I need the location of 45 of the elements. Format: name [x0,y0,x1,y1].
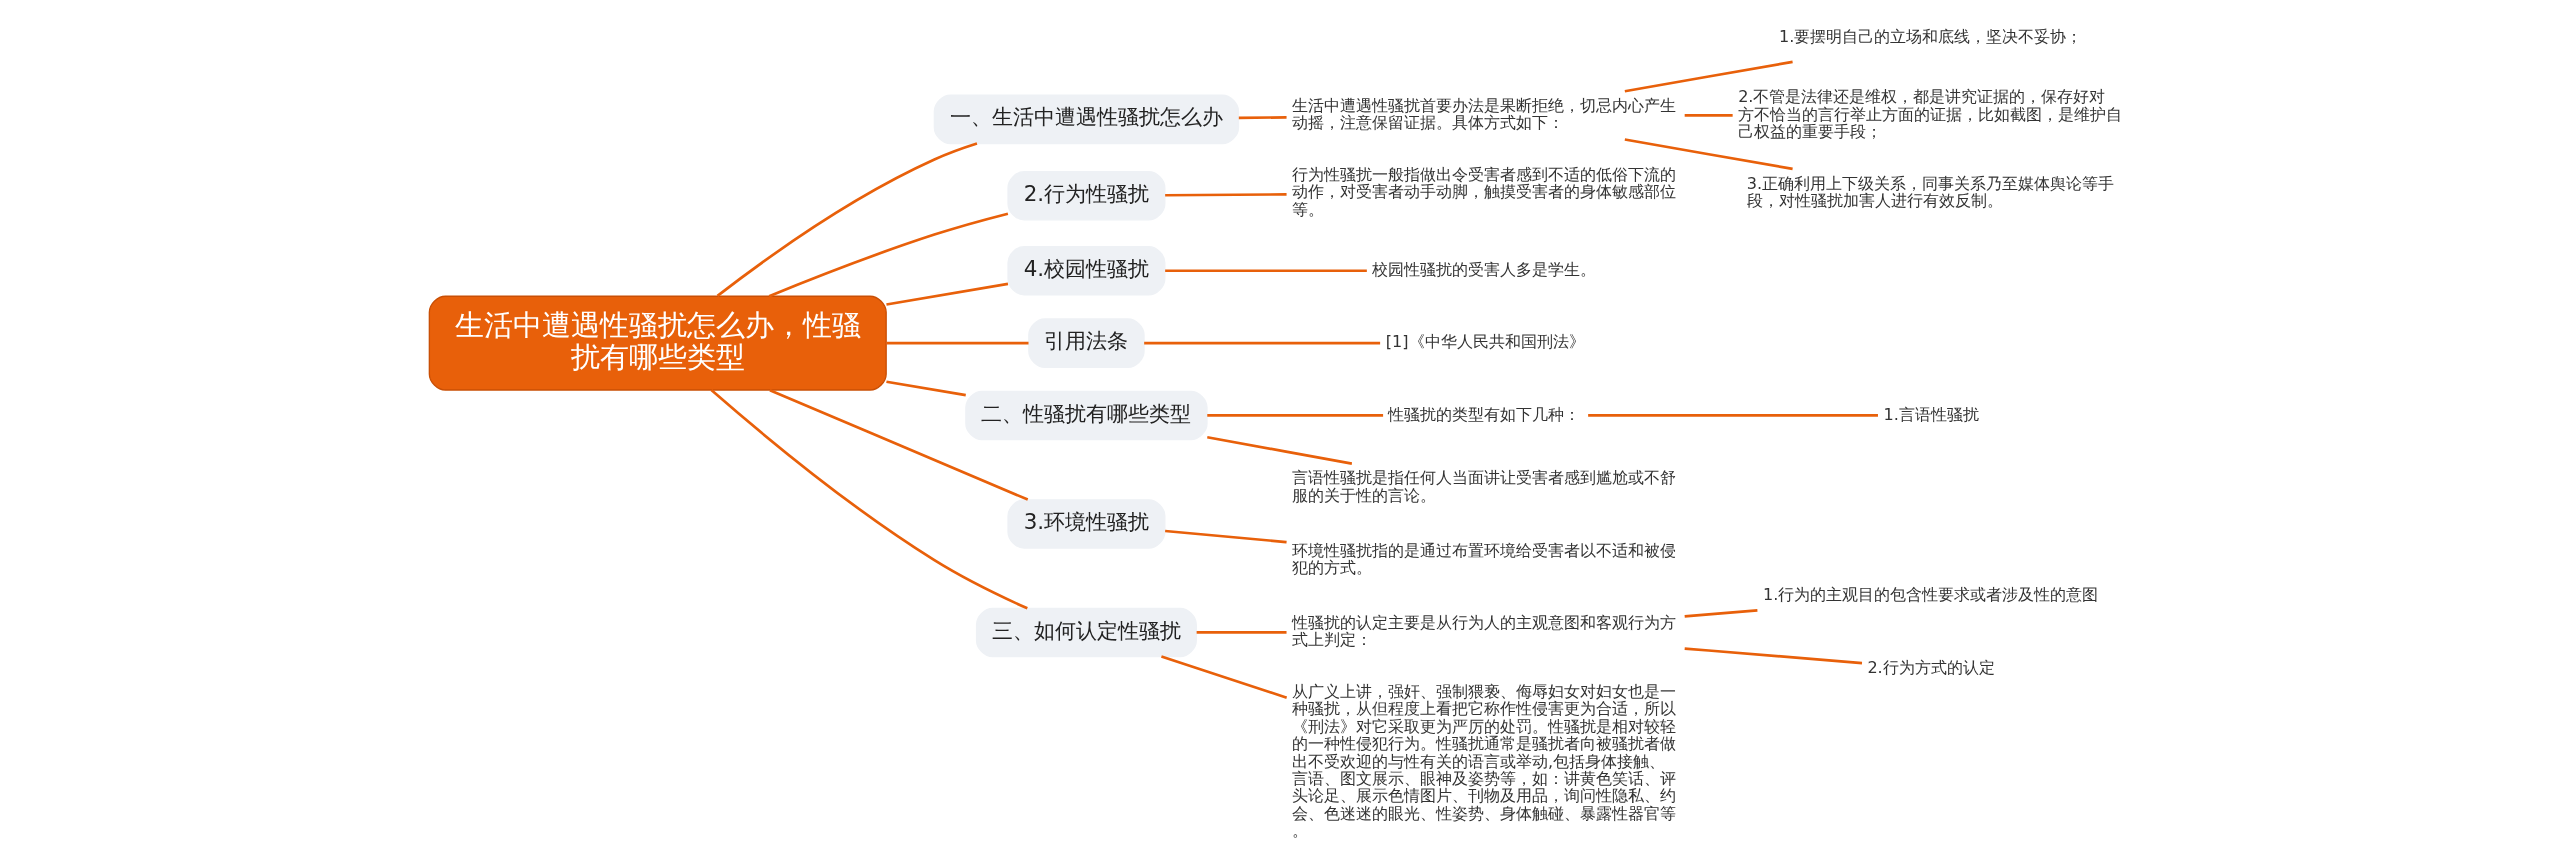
node-text: 1.行为的主观目的包含性要求或者涉及性的意图 [1762,585,2099,605]
node-box: 三、如何认定性骚扰 [975,607,1197,658]
node-text: 言语性骚扰是指任何人当面讲让受害者感到尴尬或不舒服的关于性的言论。 [1292,468,1677,505]
node-box: 生活中遭遇性骚扰怎么办，性骚扰有哪些类型 [428,295,887,391]
node-text: 行为性骚扰一般指做出令受害者感到不适的低俗下流的动作，对受害者动手动脚，触摸受害者的身体敏感部位等。 [1292,164,1677,219]
connector [1684,647,1863,665]
connector [1165,193,1287,197]
connector [1624,138,1793,171]
node-text: 3.正确利用上下级关系，同事关系乃至媒体舆论等手段，对性骚扰加害人进行有效反制。 [1746,173,2115,210]
connector [886,380,966,397]
connector [1624,60,1793,93]
node-text: 环境性骚扰指的是通过布置环境给受害者以不适和被侵犯的方式。 [1292,540,1677,577]
node-box: 一、生活中遭遇性骚扰怎么办 [933,94,1240,145]
connector [768,212,1009,298]
node-box: 3.环境性骚扰 [1007,499,1166,549]
connector [1165,529,1287,544]
connector [1684,609,1758,618]
node-text: 1.言语性骚扰 [1883,404,1979,424]
connector [710,389,1028,610]
connector [716,142,978,297]
node-text: 2.行为方式的认定 [1867,657,1995,677]
connector [1165,269,1367,273]
node-text: [1]《中华人民共和国刑法》 [1385,332,1585,352]
connector [886,282,1009,306]
node-text: 2.不管是法律还是维权，都是讲究证据的，保存好对方不恰当的言行举止方面的证据，比如截图，是维护自己权益的重要手段； [1738,87,2123,141]
connector [1144,341,1381,345]
connector [1196,631,1287,634]
connector [886,341,1029,345]
node-box: 引用法条 [1028,318,1145,368]
node-text: 性骚扰的类型有如下几种： [1388,404,1581,424]
node-text: 1.要摆明自己的立场和底线，坚决不妥协； [1779,26,2083,46]
connector [769,388,1029,501]
node-box: 二、性骚扰有哪些类型 [965,390,1208,441]
node-text: 校园性骚扰的受害人多是学生。 [1372,259,1597,279]
connector [1207,414,1384,417]
node-box: 2.行为性骚扰 [1007,170,1166,221]
connector [1684,114,1733,117]
node-text: 从广义上讲，强奸、强制猥亵、侮辱妇女对妇女也是一种骚扰，从但程度上看把它称作性侵害更为合适，所以《刑法》对它采取更为严厉的处罚。性骚扰是相对较轻的一种性侵犯行为。性骚扰通常是骚扰者向被骚扰者做出不受欢迎的与性有关的语言或举动,包括身体接触、言语、图文展示、眼神及姿势等，如：讲黄色笑话、评头论足、展示色情图片、刊物及用品，询问性隐私、约会、色迷迷的眼光、性姿势、身体触碰、暴露性器官等。 [1292,681,1677,841]
node-box: 4.校园性骚扰 [1007,246,1166,296]
node-text: 生活中遭遇性骚扰首要办法是果断拒绝，切忌内心产生动摇，注意保留证据。具体方式如下： [1292,95,1677,133]
connector [1238,116,1287,120]
connector [1588,414,1878,417]
connector [1207,435,1353,465]
node-text: 性骚扰的认定主要是从行为人的主观意图和客观行为方式上判定： [1292,612,1677,650]
connector [1161,655,1288,699]
